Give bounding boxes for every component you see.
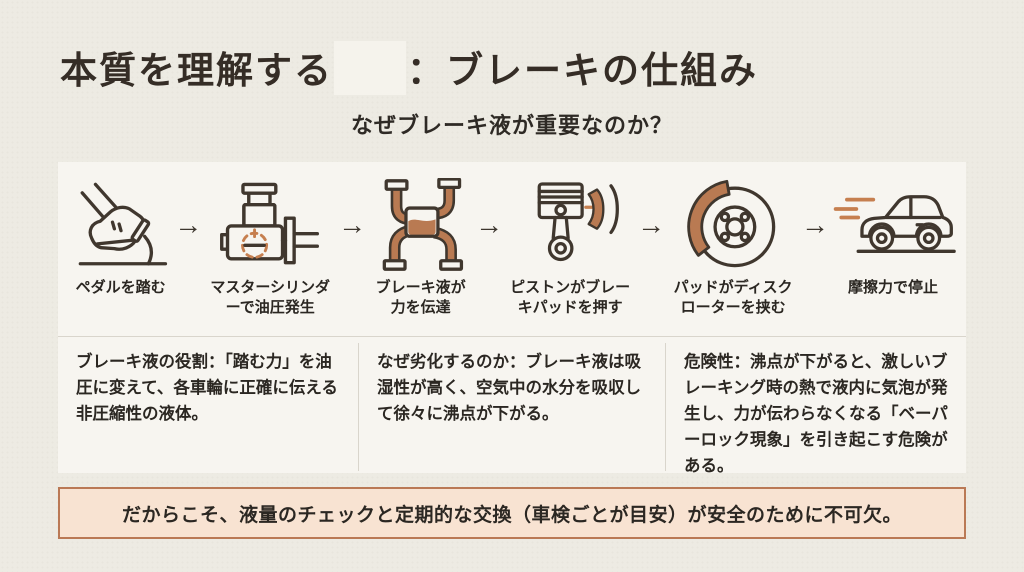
master-cylinder-icon <box>214 176 326 274</box>
vertical-divider <box>665 343 666 471</box>
page-title-part1: 本質を理解する <box>60 50 333 91</box>
conclusion-banner: だからこそ、液量のチェックと定期的な交換（車検ごとが目安）が安全のために不可欠。 <box>58 487 966 539</box>
flow-step-label: 摩擦力で停止 <box>847 279 938 296</box>
piston-pad-icon <box>515 176 625 274</box>
title-highlight-box <box>334 41 406 95</box>
flow-step-piston: ピストンがブレー キパッドを押す <box>504 176 636 319</box>
subtitle: なぜブレーキ液が重要なのか？ <box>350 113 673 138</box>
flow-step-car: 摩擦力で停止 <box>830 176 956 298</box>
flow-step-label: パッドがディスク ローターを挟む <box>673 279 793 317</box>
disc-rotor-icon <box>682 176 784 274</box>
flow-step-disc: パッドがディスク ローターを挟む <box>666 176 800 319</box>
horizontal-divider <box>58 336 966 337</box>
brake-lines-icon <box>372 176 470 274</box>
pedal-icon <box>69 176 173 274</box>
flow-step-label: ピストンがブレー キパッドを押す <box>510 279 631 317</box>
conclusion-banner-text: だからこそ、液量のチェックと定期的な交換（車検ごとが目安）が安全のために不可欠。 <box>121 504 902 526</box>
flow-step-brake-lines: ブレーキ液が 力を伝達 <box>367 176 474 319</box>
flow-arrow-icon: → <box>338 209 367 240</box>
flow-step-pedal: ペダルを踏む <box>68 176 173 298</box>
flow-arrow-icon: → <box>637 209 666 240</box>
flow-step-label: ペダルを踏む <box>75 279 166 296</box>
vertical-divider <box>358 343 359 471</box>
flow-arrow-icon: → <box>174 209 203 240</box>
flow-step-label: マスターシリンダ ーで油圧発生 <box>210 279 331 317</box>
page-title-part2: ：ブレーキの仕組み <box>407 50 758 91</box>
column-degradation: なぜ劣化するのか：ブレーキ液は吸湿性が高く、空気中の水分を吸収して徐々に沸点が下… <box>377 353 641 424</box>
column-danger: 危険性：沸点が下がると、激しいブレーキング時の熱で液内に気泡が発生し、力が伝わら… <box>684 353 948 476</box>
flow-step-label: ブレーキ液が 力を伝達 <box>375 279 466 317</box>
flow-arrow-icon: → <box>800 209 829 240</box>
car-stop-icon <box>830 176 956 274</box>
brake-flow-diagram: ペダルを踏む → <box>58 162 966 320</box>
flow-step-master-cylinder: マスターシリンダ ーで油圧発生 <box>203 176 337 319</box>
explanation-columns: ブレーキ液の役割：「踏む力」を油圧に変えて、各車輪に正確に伝える非圧縮性の液体。… <box>58 337 966 476</box>
content-panel: ペダルを踏む → <box>58 162 966 476</box>
column-fluid-role: ブレーキ液の役割：「踏む力」を油圧に変えて、各車輪に正確に伝える非圧縮性の液体。 <box>76 353 338 424</box>
flow-arrow-icon: → <box>475 209 504 240</box>
page-title: 本質を理解する ：ブレーキの仕組み <box>60 40 758 95</box>
